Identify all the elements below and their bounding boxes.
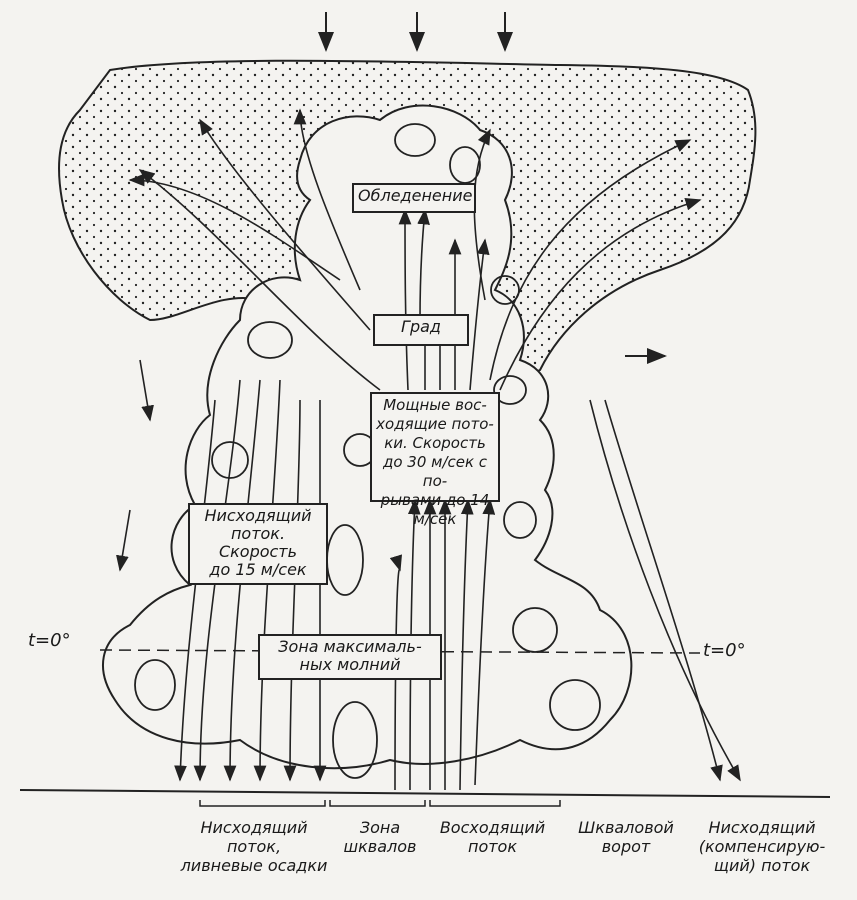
updraft-lines [389, 128, 702, 791]
cloud-body [102, 104, 633, 770]
isotherm-label-left: t=0° [28, 630, 71, 651]
downdraft-box: Нисходящий поток. Скорость до 15 м/сек [188, 503, 328, 585]
ground-line [19, 789, 831, 798]
inflow-arrows [318, 12, 667, 364]
zone-label-updraft: Восходящий поток [439, 818, 546, 856]
isotherm-label-right: t=0° [703, 640, 746, 661]
zone-label-squall: Зона шквалов [343, 818, 417, 856]
icing-box: Обледенение [352, 183, 476, 213]
zone-label-squall-collar: Шкваловой ворот [578, 818, 674, 856]
eddies [134, 123, 601, 779]
updraft-box: Мощные вос- ходящие пото- ки. Скорость д… [370, 392, 500, 528]
lightning-box: Зона максималь- ных молний [258, 634, 442, 680]
zone-braces [199, 800, 561, 807]
zone-label-downdraft: Нисходящий поток, ливневые осадки [180, 818, 328, 875]
isotherm-line [99, 649, 701, 654]
zone-label-compensating: Нисходящий (компенсирую- щий) поток [698, 818, 826, 875]
hail-box: Град [373, 314, 469, 346]
